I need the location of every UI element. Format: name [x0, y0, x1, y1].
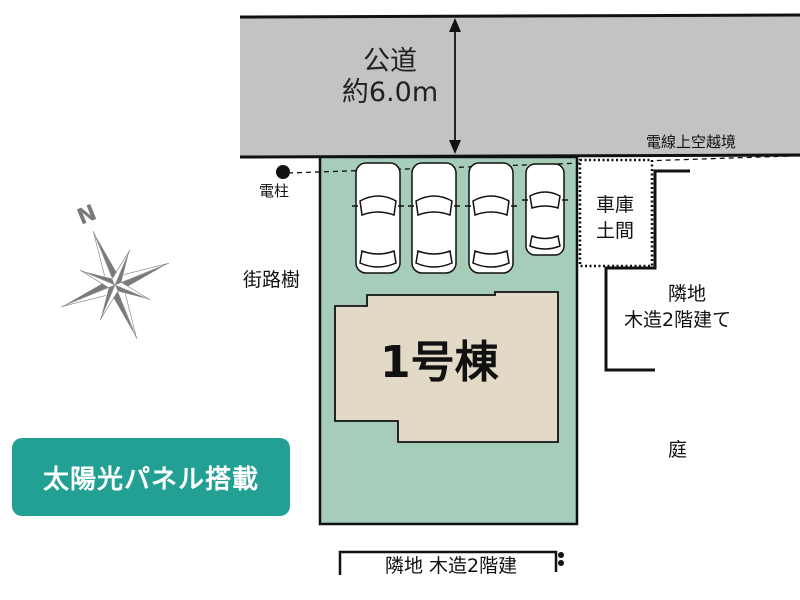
building-footprint — [334, 291, 559, 443]
utility-pole-label: 電柱 — [259, 182, 290, 200]
car-icon — [408, 162, 460, 274]
road-width: 約6.0m — [341, 77, 439, 109]
road-name: 公道 — [363, 46, 417, 77]
overhead-wire-label: 電線上空越境 — [646, 133, 737, 151]
car-icon — [352, 162, 404, 274]
garage-area — [578, 158, 654, 268]
neighbor-east-label-1: 隣地 — [668, 283, 707, 305]
street-trees-label: 街路樹 — [243, 269, 301, 291]
garage-label-1: 車庫 — [596, 194, 635, 216]
car-icon — [465, 162, 517, 274]
road-width-arrow — [449, 18, 461, 154]
neighbor-east-boundary — [604, 169, 690, 372]
parking-cars — [352, 162, 568, 274]
garden-label: 庭 — [668, 439, 688, 461]
road-label: 公道 約6.0m — [330, 46, 450, 108]
compact-car-icon — [522, 163, 568, 256]
neighbor-east-label-2: 木造2階建て — [624, 309, 732, 331]
solar-panel-badge: 太陽光パネル搭載 — [12, 438, 290, 516]
neighbor-south-label: 隣地 木造2階建 — [385, 555, 518, 577]
utility-pole-icon — [276, 165, 290, 179]
neighbor-south-boundary — [338, 550, 558, 575]
solar-panel-badge-label: 太陽光パネル搭載 — [42, 464, 259, 495]
building-label: 1号棟 — [380, 337, 499, 388]
compass-north-icon — [61, 231, 169, 339]
public-road — [240, 16, 800, 157]
garage-label-2: 土間 — [596, 220, 635, 242]
